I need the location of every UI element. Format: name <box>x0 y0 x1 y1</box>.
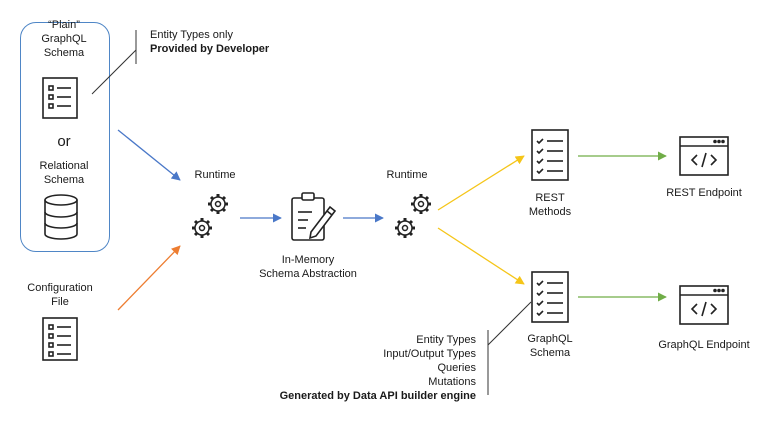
clipboard-pencil-icon <box>291 192 337 241</box>
source-schema-group <box>20 22 110 252</box>
rest-methods-label: REST Methods <box>515 191 585 219</box>
runtime-label: Runtime <box>386 169 428 181</box>
abstraction-label-line: Schema Abstraction <box>259 268 357 280</box>
callout-item: Mutations <box>428 376 476 388</box>
runtime-label: Runtime <box>194 169 236 181</box>
relational-label-line: Schema <box>43 174 85 186</box>
callout-item: Queries <box>437 362 476 374</box>
relational-label-line: Relational <box>39 160 89 172</box>
plain-schema-label-line: GraphQL <box>41 33 87 45</box>
schema-abstraction-label: In-Memory Schema Abstraction <box>248 253 368 281</box>
rest-methods-label-line: Methods <box>528 206 572 218</box>
top-callout: Entity Types only Provided by Developer <box>150 28 269 56</box>
callout-item: Input/Output Types <box>383 348 476 360</box>
code-window-icon <box>679 136 729 176</box>
gear-icon <box>192 194 228 238</box>
or-label: or <box>57 133 71 150</box>
configuration-file-label: Configuration File <box>14 281 106 309</box>
arrow-runtime-to-rest <box>437 155 525 211</box>
graphql-schema-label-line: Schema <box>529 347 571 359</box>
checklist-icon <box>531 271 569 323</box>
plain-schema-label: “Plain” GraphQL Schema <box>24 18 104 60</box>
callout-item: Entity Types <box>416 334 476 346</box>
relational-schema-label: Relational Schema <box>24 159 104 187</box>
plain-schema-label-line: “Plain” <box>48 19 80 31</box>
callout-line: Entity Types only <box>150 29 233 41</box>
arrow-schema-to-runtime <box>117 129 181 181</box>
abstraction-label-line: In-Memory <box>281 254 335 266</box>
arrow-runtime-to-graphql <box>437 227 525 285</box>
top-callout-connector <box>91 30 137 95</box>
code-window-icon <box>679 285 729 325</box>
rest-methods-label-line: REST <box>535 192 565 204</box>
graphql-schema-label-line: GraphQL <box>527 333 573 345</box>
checklist-icon <box>531 129 569 181</box>
document-list-icon <box>42 77 78 119</box>
graphql-endpoint-label: GraphQL Endpoint <box>658 339 750 351</box>
database-icon <box>44 194 78 240</box>
gear-icon <box>395 194 431 238</box>
config-label-line: File <box>51 296 69 308</box>
bottom-callout-connector <box>487 301 532 395</box>
plain-schema-label-line: Schema <box>43 47 85 59</box>
arrow-config-to-runtime <box>117 245 181 311</box>
config-label-line: Configuration <box>27 282 93 294</box>
graphql-schema-label: GraphQL Schema <box>515 332 585 360</box>
bottom-callout: Entity Types Input/Output Types Queries … <box>250 333 476 403</box>
callout-footer: Generated by Data API builder engine <box>279 390 476 402</box>
config-file-icon <box>42 317 78 361</box>
rest-endpoint-label: REST Endpoint <box>666 187 742 199</box>
callout-line: Provided by Developer <box>150 43 270 55</box>
